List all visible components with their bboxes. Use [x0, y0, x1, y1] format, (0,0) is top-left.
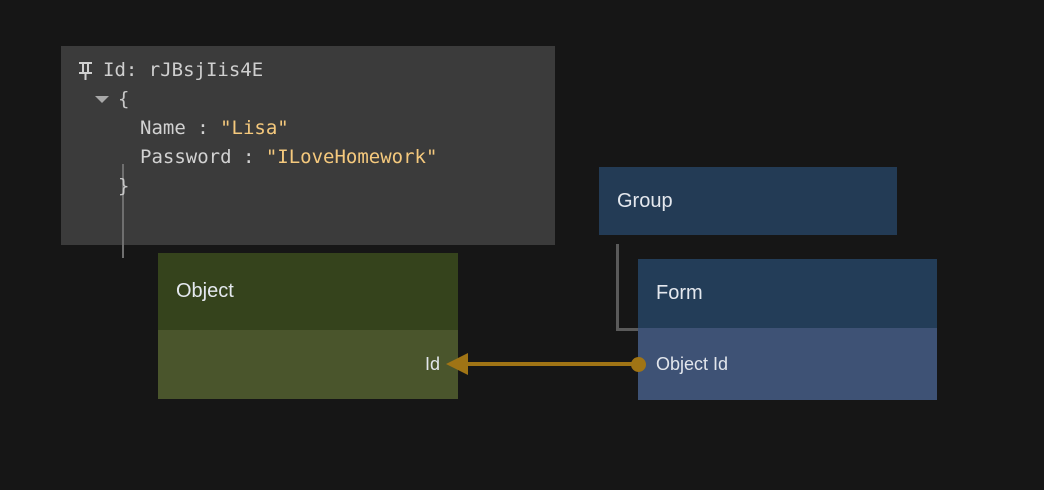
tree-guide-line	[122, 164, 124, 258]
object-block-row-id[interactable]: Id	[158, 330, 458, 399]
tooltip-title: Id: rJBsjIis4E	[103, 59, 264, 81]
property-separator: :	[231, 146, 266, 168]
object-block-header[interactable]: Object	[158, 253, 458, 330]
json-inspector-tooltip: Id: rJBsjIis4E { Name : "Lisa" Password …	[61, 46, 555, 258]
relation-connector-line[interactable]	[466, 362, 638, 366]
relation-arrow-head-icon	[446, 353, 468, 375]
chevron-down-icon[interactable]	[95, 96, 109, 103]
tooltip-header: Id: rJBsjIis4E	[61, 56, 555, 85]
containment-connector-vertical	[616, 244, 619, 331]
tooltip-property-password: Password : "ILoveHomework"	[61, 143, 555, 172]
containment-connector-horizontal	[616, 328, 639, 331]
property-key: Name	[140, 117, 186, 139]
tooltip-object-open: {	[61, 85, 555, 114]
property-separator: :	[185, 117, 221, 139]
form-block-title: Form	[656, 282, 703, 304]
tooltip-object-close: }	[118, 175, 130, 197]
form-block-row-objectid[interactable]: Object Id	[638, 328, 937, 400]
pin-icon	[79, 62, 92, 80]
relation-source-dot	[631, 357, 646, 372]
form-block-header[interactable]: Form	[638, 259, 937, 328]
tooltip-property-name: Name : "Lisa"	[61, 114, 555, 143]
property-value: "ILoveHomework"	[265, 146, 438, 168]
group-block-header[interactable]: Group	[599, 167, 897, 235]
object-row-id-label: Id	[424, 354, 440, 374]
property-key: Password	[140, 146, 232, 168]
property-value: "Lisa"	[220, 117, 289, 139]
object-block-title: Object	[176, 280, 234, 302]
group-block-title: Group	[617, 189, 673, 212]
form-row-objectid-label: Object Id	[656, 353, 729, 374]
